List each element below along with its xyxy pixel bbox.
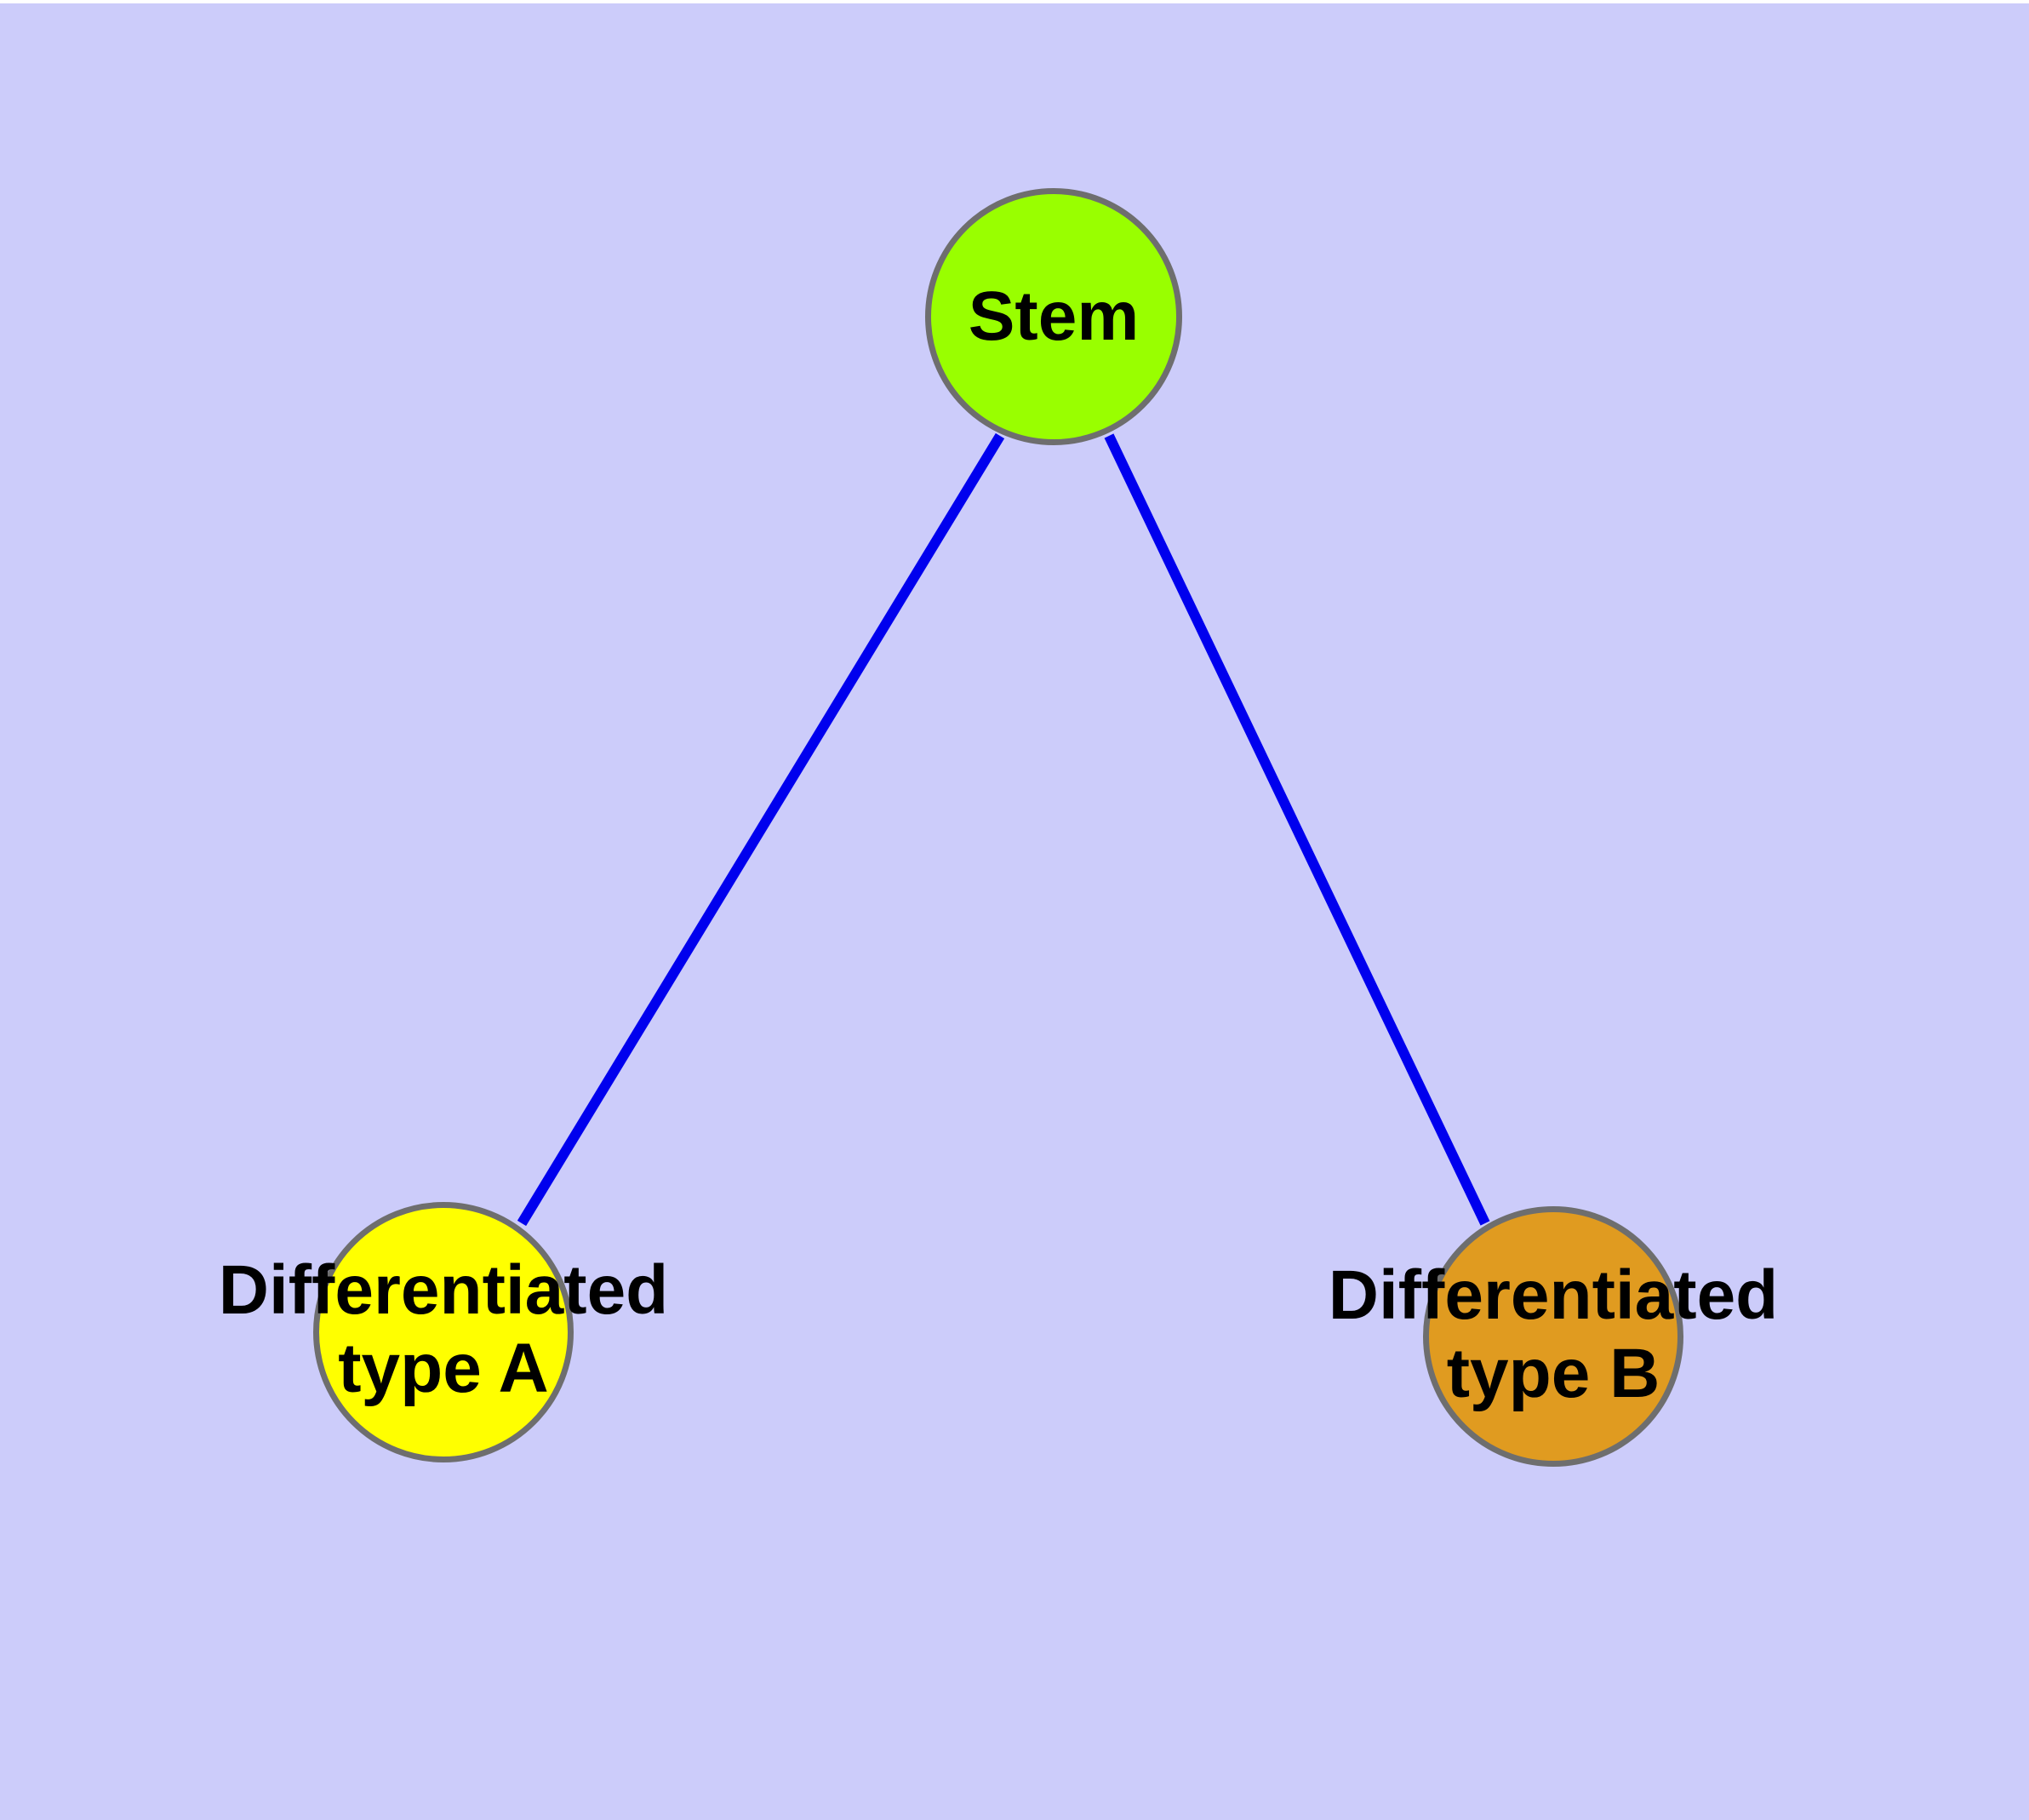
node-stem[interactable] (925, 188, 1182, 445)
node-differentiated-type-b[interactable] (1423, 1206, 1683, 1467)
edge-stem-to-differentiated-type-b (1104, 433, 1490, 1226)
node-differentiated-type-a[interactable] (313, 1202, 574, 1462)
edge-stem-to-differentiated-type-a (517, 432, 1005, 1227)
edge-group (517, 432, 1490, 1227)
node-group (313, 188, 1683, 1467)
